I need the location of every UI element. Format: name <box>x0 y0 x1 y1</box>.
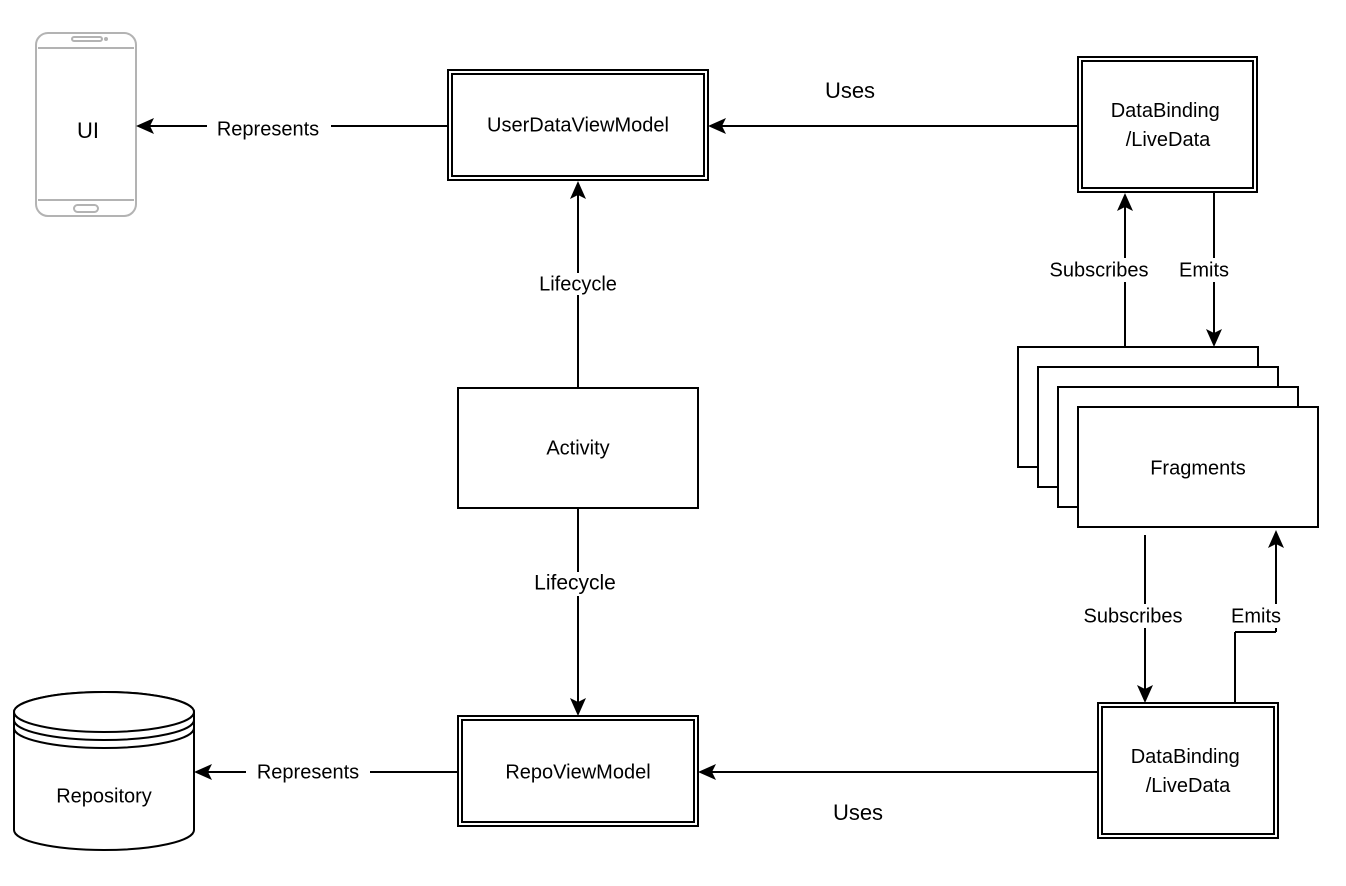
activity-label: Activity <box>546 437 609 459</box>
edge-subscribes-bottom: Subscribes <box>1076 535 1190 703</box>
edge-uses-bottom: Uses <box>698 764 1097 825</box>
databinding-livedata-top-node: DataBinding /LiveData <box>1077 56 1258 193</box>
activity-node: Activity <box>457 387 699 509</box>
edge-emits-top: Emits <box>1174 192 1236 347</box>
edge-represents-top: Represents <box>136 117 447 140</box>
edge-lifecycle-top: Lifecycle <box>530 181 626 388</box>
edge-emits-bottom: Emits <box>1226 530 1288 703</box>
repo-view-model-label: RepoViewModel <box>505 761 650 783</box>
edge-uses-top: Uses <box>708 78 1077 134</box>
lifecycle-top-label: Lifecycle <box>539 273 617 295</box>
emits-bottom-label: Emits <box>1231 605 1281 627</box>
emits-top-label: Emits <box>1179 259 1229 281</box>
edge-lifecycle-bottom: Lifecycle <box>524 508 628 716</box>
repository-label: Repository <box>56 785 152 807</box>
subscribes-bottom-label: Subscribes <box>1084 605 1183 627</box>
fragments-node: Fragments <box>1017 346 1319 528</box>
uses-top-label: Uses <box>825 78 875 103</box>
databinding-top-line-2: /LiveData <box>1126 129 1211 151</box>
represents-top-label: Represents <box>217 118 319 140</box>
edge-represents-bottom: Represents <box>194 761 458 783</box>
repository-database-node: Repository <box>13 691 195 851</box>
ui-label: UI <box>77 118 99 143</box>
user-data-view-model-node: UserDataViewModel <box>447 69 709 181</box>
uses-bottom-label: Uses <box>833 800 883 825</box>
user-data-view-model-label: UserDataViewModel <box>487 114 669 136</box>
fragments-label: Fragments <box>1150 457 1246 479</box>
databinding-livedata-bottom-node: DataBinding /LiveData <box>1097 702 1279 839</box>
databinding-bottom-line-1: DataBinding <box>1131 746 1240 768</box>
databinding-bottom-line-2: /LiveData <box>1146 775 1231 797</box>
represents-bottom-label: Represents <box>257 761 359 783</box>
lifecycle-bottom-label: Lifecycle <box>534 572 616 595</box>
databinding-top-label: DataBinding /LiveData <box>1111 100 1226 151</box>
edge-subscribes-top: Subscribes <box>1043 193 1157 347</box>
subscribes-top-label: Subscribes <box>1050 259 1149 281</box>
ui-phone-icon <box>35 32 137 217</box>
databinding-bottom-label: DataBinding /LiveData <box>1131 746 1246 797</box>
repo-view-model-node: RepoViewModel <box>457 715 699 827</box>
databinding-top-line-1: DataBinding <box>1111 100 1220 122</box>
